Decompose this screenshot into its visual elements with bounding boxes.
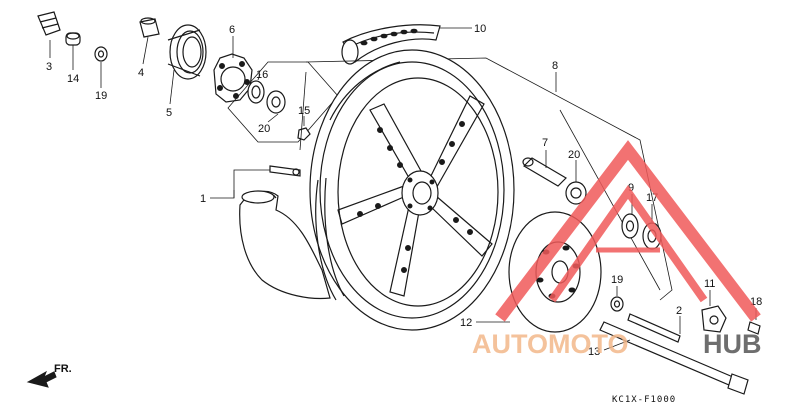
part-20-bearing-top [266,90,286,114]
part-7-spacer [522,157,567,187]
wheel-spokes [337,95,493,297]
callout-8: 8 [552,60,558,72]
callout-20-top: 20 [258,123,270,135]
callout-5: 5 [166,107,172,119]
callout-19-right: 19 [611,274,623,286]
part-14-collar [65,32,81,46]
callout-11: 11 [704,278,715,290]
part-19-washer-top [94,46,108,62]
part-4-spacer [139,17,160,38]
callout-10: 10 [474,23,486,35]
part-19-washer-right [610,296,624,312]
drawing-code: KC1X-F1000 [612,395,676,405]
spoke-holes [357,121,473,273]
watermark-text: AUTOMOTO [472,329,629,359]
callout-16: 16 [256,69,268,81]
front-direction-arrow [26,370,57,388]
part-3-cap [37,11,61,36]
wheel-hub [401,170,439,216]
callout-19-top: 19 [95,90,107,102]
part-1-valve [269,165,301,177]
callout-7: 7 [542,137,548,149]
fender-vent-slots [360,28,418,46]
watermark-logo: AUTOMOTO HUB [472,140,762,359]
part-10-fender [341,24,441,65]
callout-3: 3 [46,61,52,73]
part-11-adjuster [701,305,727,333]
front-direction-label: FR. [54,363,72,375]
callout-numbers: 3 14 19 4 5 6 16 15 20 10 8 7 20 9 17 19… [46,23,762,405]
part-16-bearing [247,80,265,104]
part-5-seal-ring [167,24,207,80]
leader-lines [49,27,757,351]
part-9-collar [621,213,639,239]
callout-2: 2 [676,305,682,317]
part-6-sprocket-flange [213,53,253,103]
part-2-axle [599,321,749,395]
callout-15: 15 [298,105,310,117]
callout-6: 6 [229,24,235,36]
part-18-bolt [747,321,761,335]
callout-4: 4 [138,67,144,79]
watermark-text-hub: HUB [703,329,762,359]
callout-9: 9 [628,182,634,194]
callout-13: 13 [588,346,600,358]
part-13-axle-sleeve [627,313,681,343]
callout-12: 12 [460,317,472,329]
callout-14: 14 [67,73,79,85]
callout-20-right: 20 [568,149,580,161]
part-1-tire [239,190,331,300]
callout-1: 1 [200,193,206,205]
part-12-brake-disc [508,211,602,333]
